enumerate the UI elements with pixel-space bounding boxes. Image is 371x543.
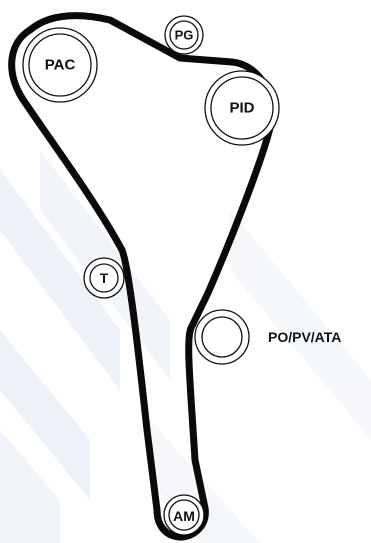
pulley-t-label: T (100, 270, 109, 286)
pulley-am[interactable]: AM (163, 494, 205, 536)
pulley-t-inner (89, 263, 119, 293)
pulley-pid[interactable]: PID (204, 70, 280, 146)
pulley-pid-label: PID (229, 100, 254, 117)
pulley-pac[interactable]: PAC (22, 27, 98, 103)
pulley-pg-label: PG (175, 28, 194, 43)
pulley-pg-inner (169, 20, 199, 50)
pulley-pg[interactable]: PG (164, 15, 204, 55)
pulley-pac-inner (28, 33, 92, 97)
pulley-t[interactable]: T (83, 257, 125, 299)
pulley-po-label: PO/PV/ATA (268, 329, 341, 345)
pulley-am-label: AM (173, 508, 195, 524)
pulley-po[interactable] (194, 309, 250, 365)
pulley-am-inner (168, 499, 200, 531)
pulley-pac-label: PAC (45, 57, 76, 74)
pulley-po-inner (201, 316, 243, 358)
pulley-pid-inner (210, 76, 274, 140)
